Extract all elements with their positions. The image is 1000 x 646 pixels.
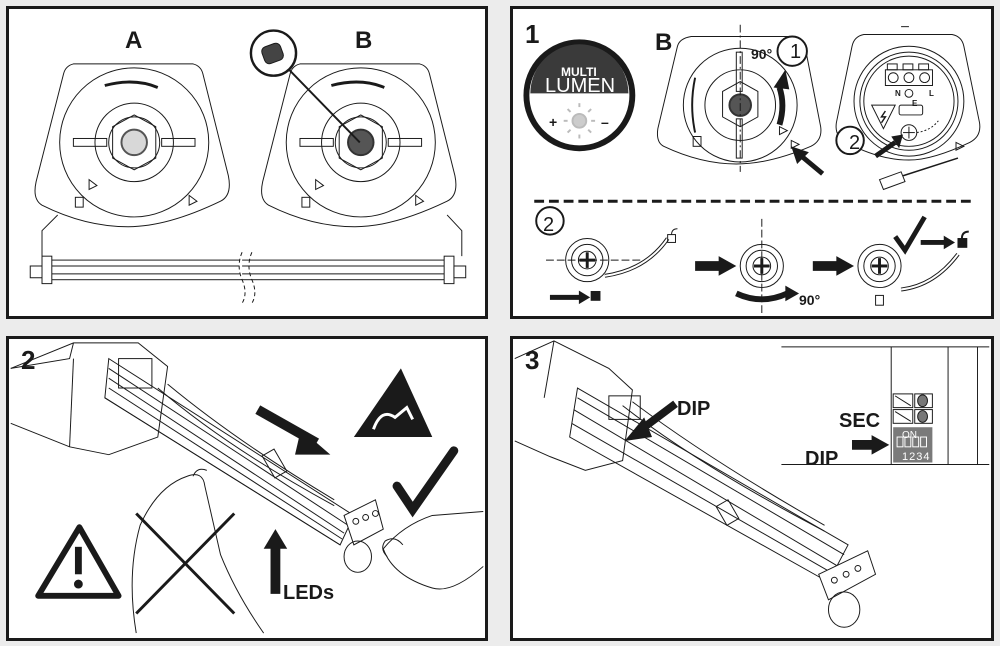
next-arrow-icon-2 (836, 256, 855, 276)
step-2-illustration (10, 342, 484, 634)
badge-minus: – (601, 114, 609, 130)
panel-end-cap-variants: A B (6, 6, 488, 319)
locked-icon (590, 290, 601, 301)
badge-plus: + (549, 114, 558, 130)
dip-on-label: ON (902, 430, 917, 441)
leds-label: LEDs (283, 582, 335, 604)
end-cap-illustration (29, 29, 467, 304)
badge-lumen-text: LUMEN (545, 75, 616, 97)
unlocked-icon (667, 234, 676, 243)
warning-icon (35, 524, 122, 599)
esd-warning-icon (353, 368, 433, 438)
terminal-n: N (895, 89, 901, 98)
label-variant-a: A (125, 27, 143, 54)
callout-1-number: 1 (790, 41, 802, 63)
dip-inset-label: DIP (805, 448, 839, 470)
callout-2b-circle (535, 206, 565, 236)
lock-outline-icon (875, 294, 884, 306)
led-tube (29, 252, 467, 304)
rotate-90-label: 90° (799, 292, 821, 308)
dip-inset (781, 346, 990, 465)
panel-step-3-dip-switch: 3 DIP SEC DIP ON 1234 (510, 336, 994, 641)
terminal-l: L (929, 89, 934, 98)
label-variant-b-step1: B (655, 29, 673, 56)
end-cap-a (34, 63, 230, 228)
sub-step-2-number: 2 (543, 214, 555, 236)
screwdriver-icon (878, 157, 959, 191)
check-icon (893, 215, 927, 255)
luminaire-body (10, 342, 384, 573)
end-cap-b (261, 63, 457, 228)
knob-b-detail-icon (261, 42, 284, 65)
step-number-3: 3 (525, 345, 540, 375)
step-3-illustration (514, 340, 990, 628)
step-number-2: 2 (21, 345, 36, 375)
check-icon-step2 (392, 446, 459, 518)
panel-step-2-remove-leds: 2 LEDs (6, 336, 488, 641)
sec-label: SEC (839, 410, 881, 432)
next-arrow-icon (718, 256, 737, 276)
high-voltage-icon (870, 104, 896, 130)
luminaire-body-step3 (514, 340, 877, 628)
rotate-arrow-icon (776, 86, 786, 126)
rotate-90-arrow-icon (735, 290, 789, 303)
arrow-to-screw-icon (874, 140, 897, 159)
multilumen-badge (523, 39, 636, 152)
label-variant-b: B (355, 27, 373, 54)
knob-a (120, 128, 148, 157)
step-number-1: 1 (525, 19, 540, 49)
angle-90-label: 90° (751, 46, 773, 62)
lock-screw-icon (900, 124, 918, 141)
panel-step-1-multilumen: 1 B MULTI LUMEN + – 90° 1 2 N E L 2 90° (510, 6, 994, 319)
lock-dial-rotated (739, 218, 784, 316)
dip-numbers: 1234 (902, 451, 931, 463)
callout-2-circle (835, 125, 865, 156)
unlocked-filled-icon (957, 238, 968, 248)
brightness-icon (563, 103, 596, 139)
callout-1-circle (776, 35, 808, 67)
dip-label: DIP (677, 398, 711, 420)
badge-multi-text: MULTI (561, 65, 597, 79)
end-cap-b-rotate (656, 24, 822, 172)
hand-correct (382, 511, 484, 590)
lock-dial-unlocked (857, 243, 902, 289)
lock-dial-locked (546, 238, 641, 283)
hand-wrong (131, 468, 265, 634)
callout-2-number: 2 (849, 132, 861, 154)
terminal-e: E (912, 99, 918, 108)
open-end-cap (835, 34, 981, 161)
step-1-illustration (523, 24, 981, 316)
